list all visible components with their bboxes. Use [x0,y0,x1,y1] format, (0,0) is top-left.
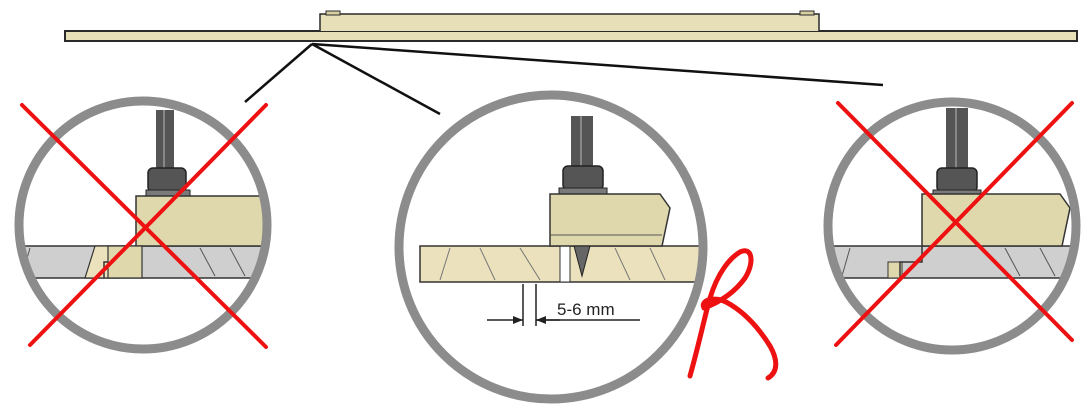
leader-line-left [244,43,313,103]
clip-right [921,193,1071,247]
panel-frame-end-right [799,10,815,16]
nut-left [147,167,187,193]
detail-center: 5-6 mm [394,90,779,404]
detail-right [823,97,1081,355]
gap-dimension-label: 5-6 mm [557,300,615,319]
nut-right [936,167,978,193]
gap-dimension [487,284,640,326]
detail-left [14,96,272,354]
clip-center [549,193,671,247]
panel-plate [64,30,1078,42]
board-right [829,245,1076,279]
nut-center [562,165,604,191]
ring-left [14,96,272,354]
x-mark-right [834,101,1074,347]
panel-overview [64,10,1078,42]
leader-line-right [311,42,884,87]
ring-right [823,97,1081,355]
check-mark-center [687,248,779,381]
ring-center [394,90,708,404]
screw-center [573,245,591,278]
panel-frame-end-left [325,10,341,16]
x-mark-left [20,103,268,349]
panel-frame [319,13,820,31]
leader-line-center [311,42,441,116]
leader-lines [244,42,884,116]
